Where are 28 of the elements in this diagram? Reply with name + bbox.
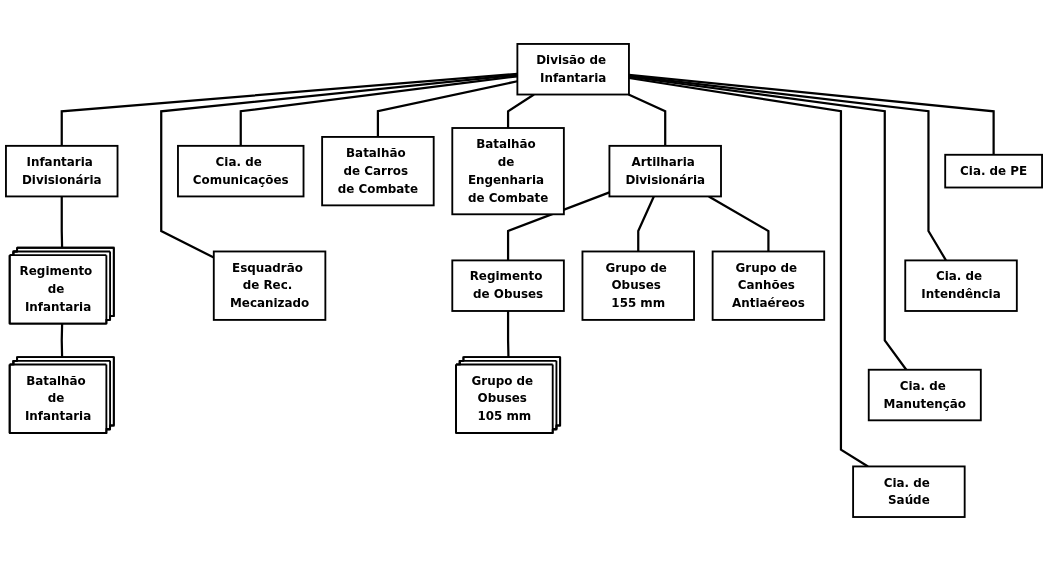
node-box: Batalhão de Engenharia de Combate xyxy=(451,127,565,216)
connector xyxy=(708,195,770,252)
connector xyxy=(506,93,535,128)
node-box: Infantaria Divisionária xyxy=(5,144,119,198)
connector xyxy=(506,191,610,261)
connector xyxy=(628,75,908,371)
connector xyxy=(637,196,655,252)
connector xyxy=(60,72,518,146)
connector xyxy=(628,74,947,261)
connector xyxy=(628,76,869,468)
node-box: Cia. de PE xyxy=(944,153,1043,189)
node-box: Divisão de Infantaria xyxy=(516,43,630,96)
connector xyxy=(239,75,518,146)
node-box: Regimento de Obuses xyxy=(451,259,565,312)
connector xyxy=(60,324,64,358)
node-box: Grupo de Obuses 155 mm xyxy=(581,250,695,321)
node-box: Cia. de Saúde xyxy=(852,465,966,518)
connector xyxy=(506,311,510,358)
node-box: Artilharia Divisionária xyxy=(608,144,722,198)
node-box: Grupo de Canhões Antiaéreos xyxy=(711,250,826,321)
node-box: Cia. de Comunicações xyxy=(177,144,305,198)
node-box: Esquadrão de Rec. Mecanizado xyxy=(212,250,327,321)
connector xyxy=(376,80,518,137)
node-box: Cia. de Manutenção xyxy=(867,368,982,422)
connector xyxy=(160,73,518,259)
connector xyxy=(628,73,995,155)
node-box: Cia. de Intendência xyxy=(904,259,1018,312)
node-box: Batalhão de Carros de Combate xyxy=(321,136,435,207)
